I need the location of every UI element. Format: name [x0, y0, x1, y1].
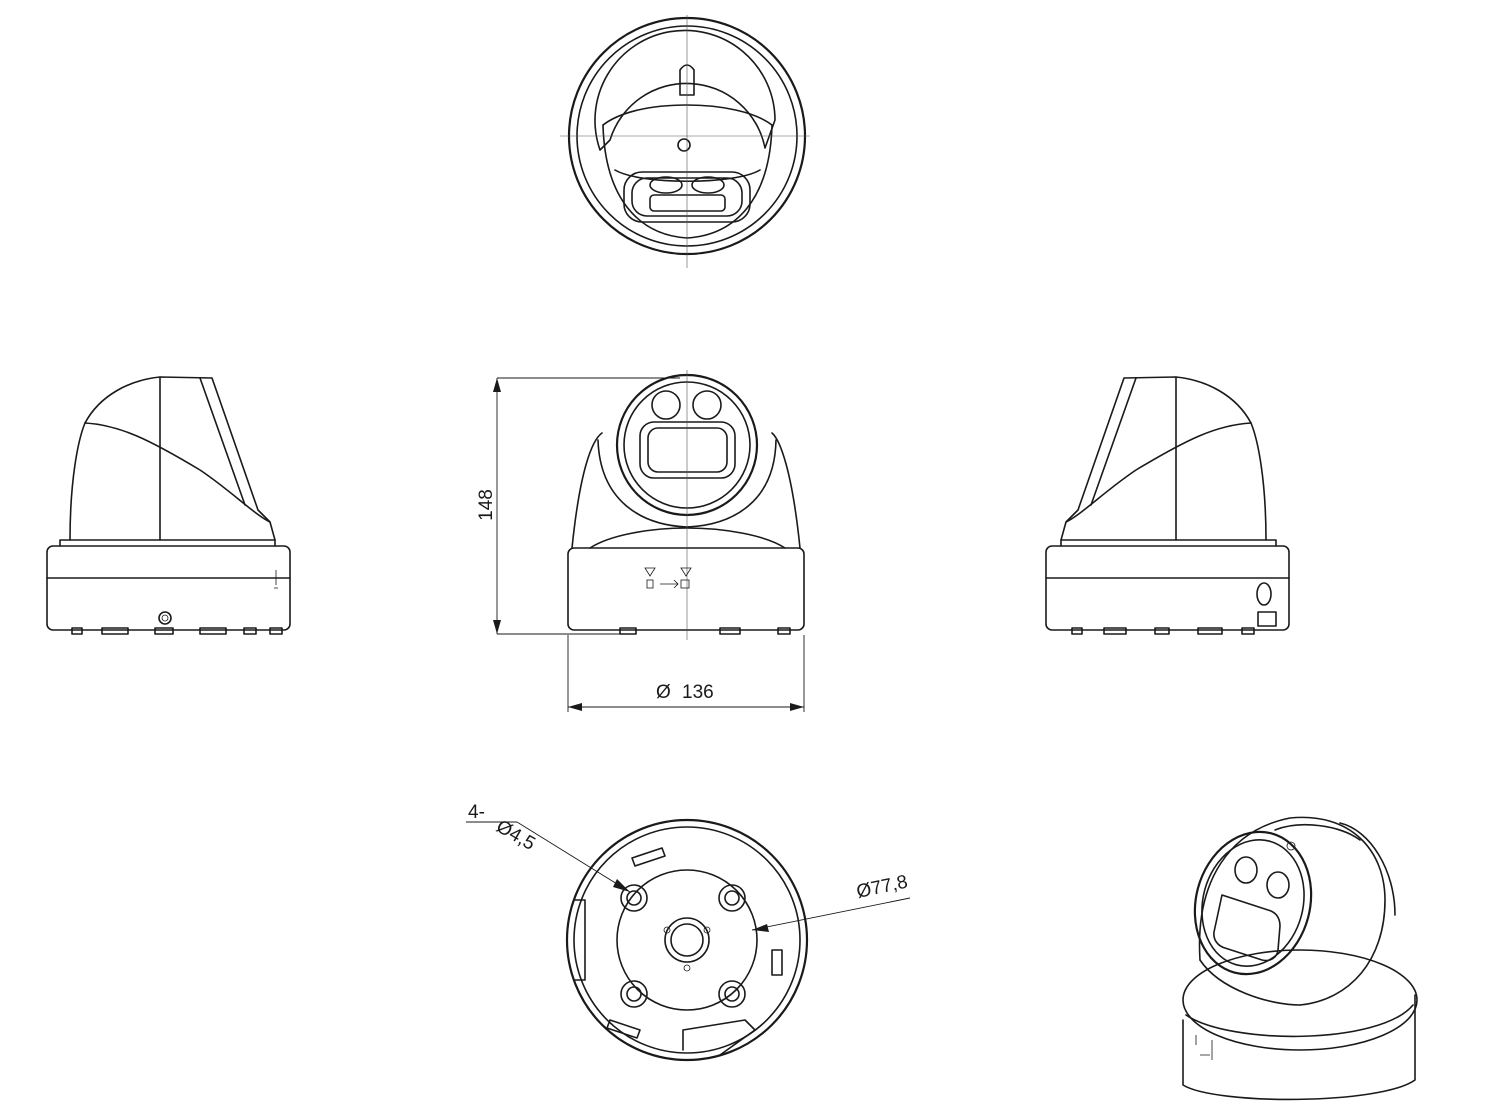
base-circle-leader: Ø77,8: [751, 872, 911, 932]
isometric-view: [1182, 816, 1418, 1101]
height-label: 148: [476, 489, 497, 521]
holes-leader: 4- Ø4,5: [466, 802, 631, 893]
bottom-view: 4- Ø4,5 Ø77,8: [466, 802, 911, 1062]
holes-count-label: 4-: [468, 802, 485, 823]
diameter-dimension: Ø 136: [567, 635, 805, 712]
mounting-holes: [620, 884, 746, 1008]
base-circle-label: Ø77,8: [855, 872, 910, 903]
diameter-symbol: Ø: [656, 682, 671, 703]
left-feet: [71, 627, 283, 635]
height-dimension: 148: [476, 377, 680, 635]
left-side-view: [46, 376, 291, 635]
front-view: [567, 370, 805, 640]
diameter-label: 136: [682, 682, 714, 703]
top-view: [560, 15, 810, 268]
right-side-view: [1045, 376, 1290, 635]
